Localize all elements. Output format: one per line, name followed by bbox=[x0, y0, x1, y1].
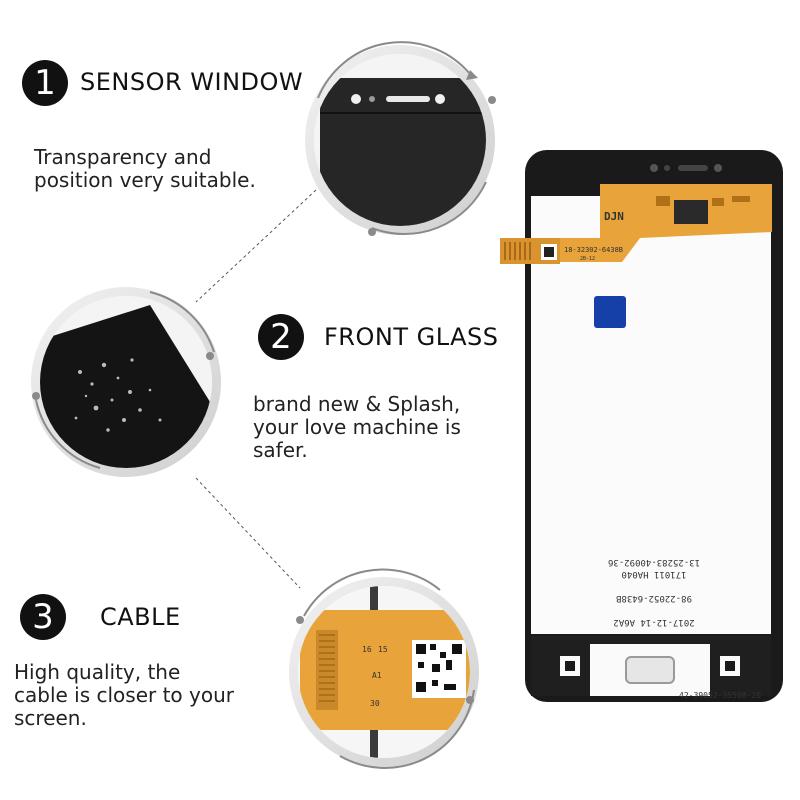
flex-maker-label: DJN bbox=[604, 210, 624, 223]
front-glass-zoom bbox=[31, 287, 221, 477]
panel-part2-label: 13-25283-40092-36 bbox=[608, 557, 700, 567]
desc-line: position very suitable. bbox=[34, 168, 256, 192]
flex-sub-label: 2B-12 bbox=[580, 256, 595, 262]
number-badge-2: 2 bbox=[258, 314, 304, 360]
desc-line: screen. bbox=[14, 706, 87, 730]
feature-desc-front-glass: brand new & Splash, your love machine is… bbox=[253, 393, 461, 462]
desc-line: safer. bbox=[253, 438, 308, 462]
feature-desc-sensor-window: Transparency and position very suitable. bbox=[34, 146, 256, 192]
desc-line: cable is closer to your bbox=[14, 683, 234, 707]
cable-pin-label: 16 bbox=[362, 645, 372, 654]
desc-line: High quality, the bbox=[14, 660, 181, 684]
panel-part-label: 98-22052-6438B bbox=[616, 593, 692, 603]
panel-bottom-code: 42-39052-3550B-20 bbox=[679, 691, 761, 700]
cable-pin-label: 30 bbox=[370, 699, 380, 708]
sensor-window-zoom bbox=[305, 41, 496, 236]
feature-desc-cable: High quality, the cable is closer to you… bbox=[14, 661, 234, 730]
panel-date-label: 2017-12-14 A6A2 bbox=[613, 617, 694, 627]
flex-code-label: 18-32302-6438B bbox=[564, 246, 623, 254]
connector-lines bbox=[195, 189, 317, 589]
lcd-panel: DJN 18-32302-6438B 2B-12 2017-12-14 A6A2… bbox=[500, 150, 783, 702]
feature-title-front-glass: FRONT GLASS bbox=[324, 323, 499, 351]
feature-title-cable: CABLE bbox=[100, 603, 181, 631]
cable-zoom: 16 15 A1 30 bbox=[289, 568, 479, 769]
desc-line: brand new & Splash, bbox=[253, 392, 461, 416]
panel-lot-label: 171011 HA040 bbox=[621, 569, 686, 579]
cable-pin-label: 15 bbox=[378, 645, 388, 654]
cable-pin-label: A1 bbox=[372, 671, 382, 680]
desc-line: Transparency and bbox=[34, 145, 212, 169]
number-badge-1: 1 bbox=[22, 60, 68, 106]
desc-line: your love machine is bbox=[253, 415, 461, 439]
number-badge-3: 3 bbox=[20, 594, 66, 640]
feature-title-sensor-window: SENSOR WINDOW bbox=[80, 68, 304, 96]
